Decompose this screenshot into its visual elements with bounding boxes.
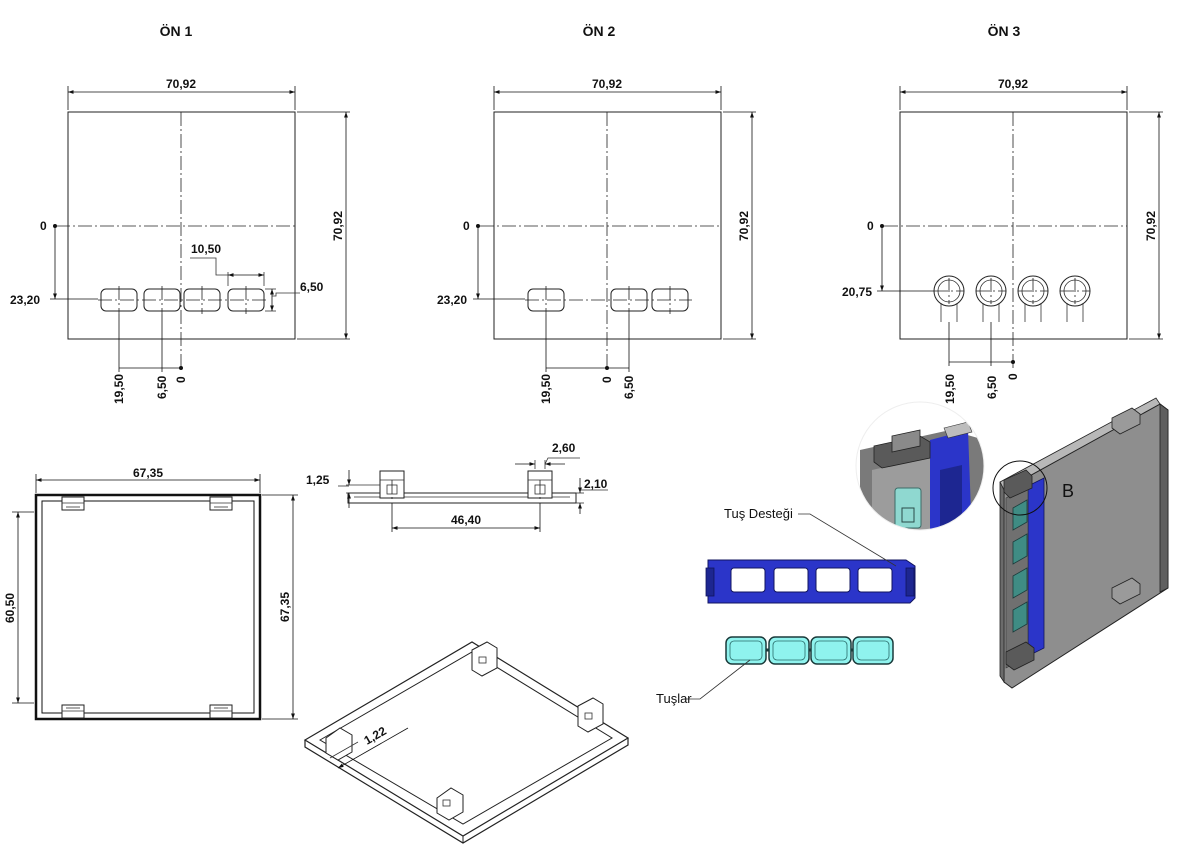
view-on2-title: ÖN 2 — [583, 23, 616, 39]
frame-top-view: 67,35 60,50 67,35 — [3, 466, 298, 721]
iso-clips — [325, 641, 604, 821]
key-cutouts — [98, 286, 268, 314]
view-on1: ÖN 1 70,92 70,92 0 23,20 — [10, 23, 350, 404]
dim-section-span: 46,40 — [451, 513, 481, 527]
dim-height: 70,92 — [737, 211, 751, 241]
dim-x1: 19,50 — [112, 374, 126, 404]
keys-callout: Tuşlar — [656, 659, 751, 706]
dim-row-y: 23,20 — [437, 293, 467, 307]
round-key-cutouts — [933, 275, 1091, 322]
housing-keys — [1012, 499, 1028, 633]
view-on3: ÖN 3 70,92 70,92 0 20,75 — [842, 23, 1163, 404]
dim-origin: 0 — [867, 219, 874, 233]
dim-x3: 0 — [1006, 373, 1020, 380]
frame-section-view: 1,25 2,60 2,10 46,40 — [306, 441, 608, 532]
dim-origin: 0 — [463, 219, 470, 233]
dim-width: 70,92 — [592, 77, 622, 91]
label-detail-b: B — [1062, 481, 1074, 501]
view-on2: ÖN 2 70,92 70,92 0 23,20 19,50 0 — [437, 23, 756, 404]
dim-x3: 0 — [174, 376, 188, 383]
dim-row-y: 23,20 — [10, 293, 40, 307]
dim-height: 70,92 — [1144, 211, 1158, 241]
dim-x1: 19,50 — [539, 374, 553, 404]
frame-isometric: 1,22 — [303, 641, 630, 844]
dim-key-height: 6,50 — [300, 280, 324, 294]
dim-height: 70,92 — [331, 211, 345, 241]
dim-section-right: 2,10 — [584, 477, 608, 491]
dim-x2: 6,50 — [985, 375, 999, 399]
dim-x3: 6,50 — [622, 375, 636, 399]
key-holder-callout: Tuş Desteği — [724, 506, 897, 567]
dim-width: 70,92 — [166, 77, 196, 91]
dim-frame-inner: 60,50 — [3, 593, 17, 623]
dim-row-y: 20,75 — [842, 285, 872, 299]
dim-section-left: 1,25 — [306, 473, 330, 487]
keys-part — [725, 636, 894, 665]
dim-key-width: 10,50 — [191, 242, 221, 256]
housing-3d: B — [992, 397, 1169, 689]
dim-section-clip: 2,60 — [552, 441, 576, 455]
frame-clips — [61, 496, 233, 719]
dim-x1: 19,50 — [943, 374, 957, 404]
detail-zoom — [855, 401, 985, 531]
label-keys: Tuşlar — [656, 691, 692, 706]
dim-x2: 6,50 — [155, 375, 169, 399]
key-holder-part — [705, 559, 916, 604]
dim-frame-height: 67,35 — [278, 592, 292, 622]
dim-origin: 0 — [40, 219, 47, 233]
key-cutouts — [525, 286, 692, 314]
dim-x2: 0 — [600, 376, 614, 383]
view-on1-title: ÖN 1 — [160, 23, 193, 39]
view-on3-title: ÖN 3 — [988, 23, 1021, 39]
label-key-holder: Tuş Desteği — [724, 506, 793, 521]
dim-width: 70,92 — [998, 77, 1028, 91]
dim-frame-width: 67,35 — [133, 466, 163, 480]
